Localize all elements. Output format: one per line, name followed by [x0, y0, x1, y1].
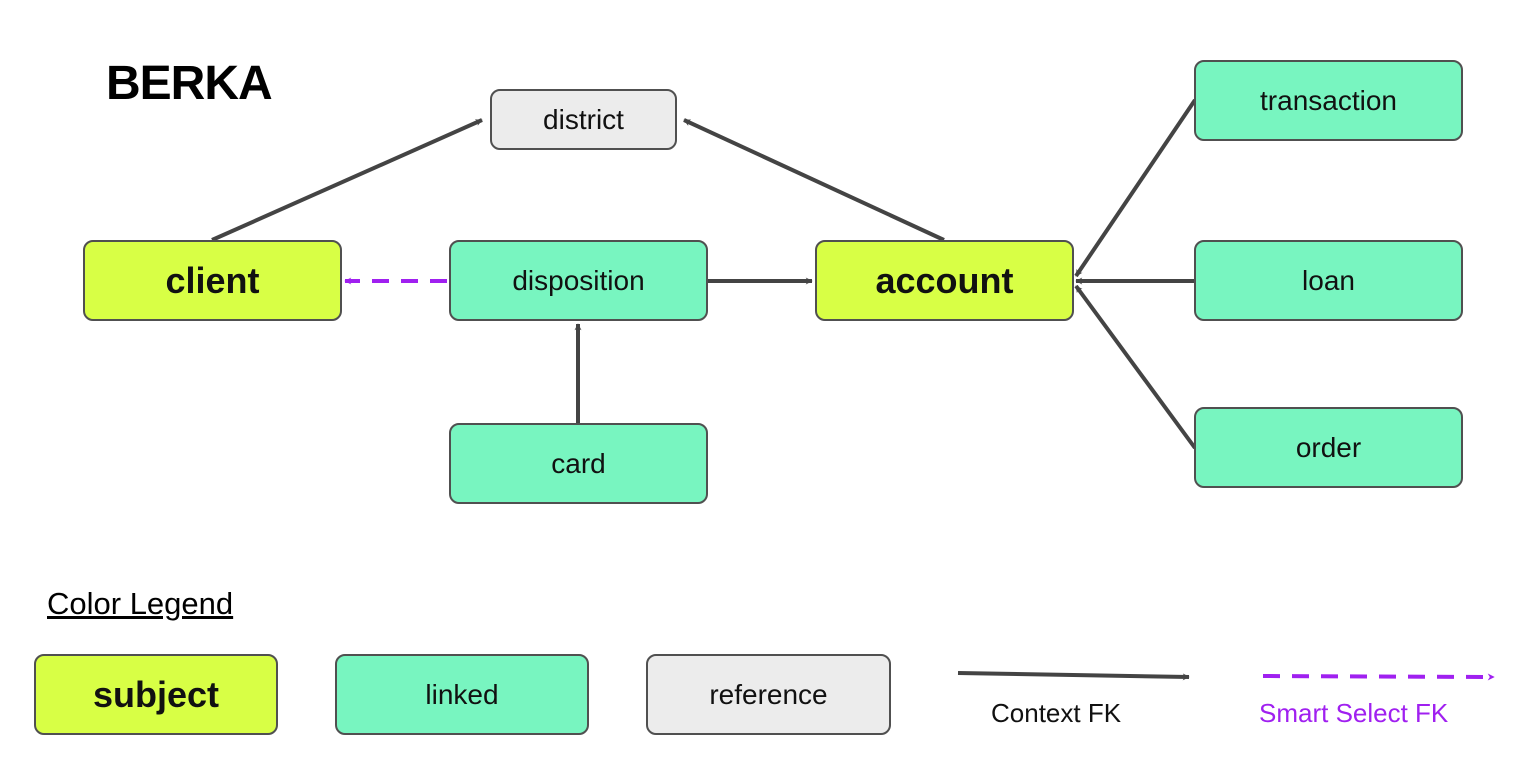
legend-context-fk-line [957, 671, 1190, 681]
legend-linked-label: linked [425, 678, 499, 710]
node-loan-label: loan [1302, 264, 1355, 296]
node-transaction-label: transaction [1260, 84, 1397, 116]
node-account: account [815, 240, 1074, 321]
edge-account-district [683, 118, 945, 242]
legend-subject-label: subject [92, 673, 220, 715]
node-transaction: transaction [1194, 60, 1463, 141]
legend-smart-select-fk-label: Smart Select FK [1259, 698, 1449, 728]
legend-context-fk-label: Context FK [991, 698, 1122, 728]
edge-client-district [211, 118, 483, 242]
edge-transaction-account [1074, 98, 1197, 278]
node-card: card [449, 423, 708, 504]
node-card-label: card [551, 447, 606, 479]
node-district: district [490, 89, 677, 150]
legend-smart-select-fk-line [1262, 673, 1495, 681]
legend-linked-swatch: linked [335, 654, 589, 735]
node-client-label: client [165, 259, 260, 301]
node-order-label: order [1295, 431, 1362, 463]
legend-subject-swatch: subject [34, 654, 278, 735]
node-disposition: disposition [449, 240, 708, 321]
legend-title: Color Legend [47, 586, 234, 621]
legend-reference-swatch: reference [646, 654, 891, 735]
edge-order-account [1074, 284, 1197, 450]
legend-reference-label: reference [709, 678, 828, 710]
node-disposition-label: disposition [512, 264, 645, 296]
node-client: client [83, 240, 342, 321]
node-order: order [1194, 407, 1463, 488]
node-loan: loan [1194, 240, 1463, 321]
node-district-label: district [543, 103, 624, 135]
node-account-label: account [875, 259, 1014, 301]
diagram-title: BERKA [106, 57, 273, 110]
